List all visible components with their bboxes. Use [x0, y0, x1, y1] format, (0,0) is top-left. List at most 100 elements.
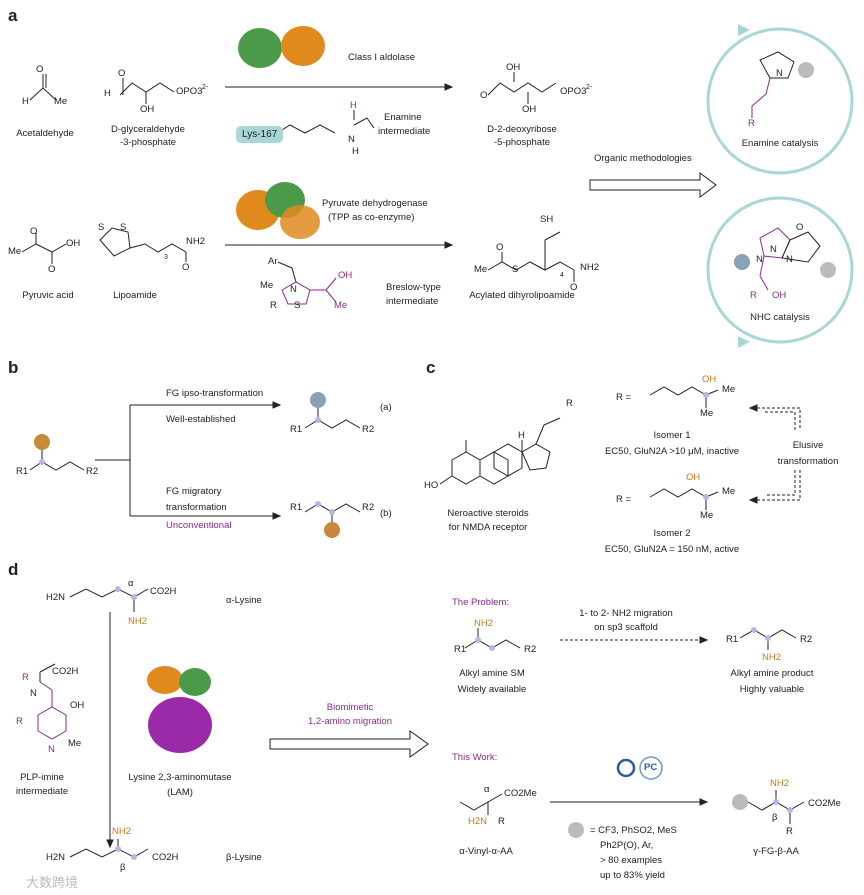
- lys167-badge: Lys-167: [236, 126, 284, 143]
- alpha-lys-NH2: NH2: [128, 616, 148, 627]
- biomimetic-label-1: Biomimetic: [326, 702, 374, 713]
- plp-N: N: [30, 688, 37, 699]
- atom-O-acyl: O: [496, 242, 504, 253]
- atom-O-acyl-2: O: [570, 282, 578, 293]
- atom-O-pyr-1: O: [30, 226, 38, 237]
- atom-OPO3-dr: OPO3: [560, 86, 587, 97]
- atom-Me-acyl: Me: [474, 264, 488, 275]
- atom-O-nhc: O: [796, 222, 804, 233]
- alpha-lysine-label: α-Lysine: [226, 595, 262, 606]
- R2-sm: R2: [86, 466, 99, 477]
- sm-NH2: NH2: [474, 618, 494, 629]
- atom-Me-breslow: Me: [334, 300, 348, 311]
- unconventional-label: Unconventional: [166, 520, 232, 531]
- pc-label: PC: [644, 762, 658, 773]
- pdh-label-1: Pyruvate dehydrogenase: [322, 198, 428, 209]
- gamma-CO2Me: CO2Me: [808, 798, 841, 809]
- plp-label-2: intermediate: [15, 786, 69, 797]
- isomer2-OH: OH: [686, 472, 701, 483]
- label-b: (b): [380, 508, 392, 519]
- migration-label-1: 1- to 2- NH2 migration: [579, 608, 673, 619]
- charge-dr: 2-: [586, 84, 593, 91]
- conditions-1: = CF3, PhSO2, MeS: [590, 825, 677, 836]
- product-NH2: NH2: [762, 652, 782, 663]
- atom-N-pyrrolidine: N: [776, 68, 783, 79]
- isomer1-Me-2: Me: [700, 408, 714, 419]
- atom-N-nhc-1: N: [770, 244, 777, 255]
- atom-OH-breslow: OH: [338, 270, 353, 281]
- watermark: 大数跨境: [26, 875, 79, 890]
- steroid-HO: HO: [424, 480, 439, 491]
- neuroactive-label-1: Neroactive steroids: [447, 508, 529, 519]
- R1-ipso: R1: [290, 424, 303, 435]
- plp-label-1: PLP-imine: [20, 772, 64, 783]
- label-a: (a): [380, 402, 392, 413]
- alkyl-sm-label: Alkyl amine SM: [459, 668, 525, 679]
- atom-S-lipo-2: S: [120, 222, 127, 233]
- isomer1-OH: OH: [702, 374, 717, 385]
- lam-label-2: (LAM): [167, 787, 193, 798]
- fg-ipso-label: FG ipso-transformation: [166, 388, 264, 399]
- atom-O-g3p: O: [118, 68, 126, 79]
- this-work-title: This Work:: [452, 752, 498, 763]
- nhc-catalysis-label: NHC catalysis: [750, 312, 810, 323]
- atom-R-nhc: R: [750, 290, 757, 301]
- conditions-4: up to 83% yield: [600, 870, 665, 881]
- conditions-2: Ph2P(O), Ar,: [600, 840, 654, 851]
- beta-lys-H2N: H2N: [46, 852, 66, 863]
- atom-O-dr: O: [480, 90, 488, 101]
- panel-label-c: c: [426, 358, 436, 377]
- deoxyribose-label-2: -5-phosphate: [494, 137, 550, 148]
- atom-R-thiazole: R: [270, 300, 277, 311]
- gamma-R: R: [786, 826, 793, 837]
- sub-4: 4: [560, 272, 564, 279]
- acylated-label: Acylated dihyrolipoamide: [469, 290, 575, 301]
- atom-O: O: [36, 64, 44, 75]
- g3p-label-1: D-glyceraldehyde: [111, 124, 185, 135]
- beta-lys-CO2H: CO2H: [152, 852, 179, 863]
- atom-S-lipo-1: S: [98, 222, 105, 233]
- beta-lys-beta: β: [120, 862, 126, 873]
- atom-Me-pyr: Me: [8, 246, 22, 257]
- atom-H-enamine: H: [352, 146, 359, 157]
- charge-g3p: 2-: [202, 84, 209, 91]
- atom-N-nhc-2: N: [756, 254, 763, 265]
- atom-Me-thiazole: Me: [260, 280, 274, 291]
- elusive-label-1: Elusive: [792, 440, 824, 451]
- alpha-lys-alpha: α: [128, 578, 134, 589]
- acetaldehyde-label: Acetaldehyde: [16, 128, 74, 139]
- panel-label-b: b: [8, 358, 19, 377]
- plp-R: R: [22, 672, 29, 683]
- steroid-H-1: H: [518, 430, 525, 441]
- well-established-label: Well-established: [166, 414, 236, 425]
- steroid-R: R: [566, 398, 573, 409]
- lam-label-1: Lysine 2,3-aminomutase: [128, 772, 232, 783]
- breslow-label-2: intermediate: [386, 296, 439, 307]
- isomer2-Me-2: Me: [700, 510, 714, 521]
- atom-Ar: Ar: [268, 256, 278, 267]
- isomer2-activity: EC50, GluN2A = 150 nM, active: [604, 544, 740, 555]
- vinyl-H2N: H2N: [468, 816, 488, 827]
- plp-N-ring: N: [48, 744, 55, 755]
- problem-title: The Problem:: [452, 597, 510, 608]
- atom-N-thiazole: N: [290, 284, 297, 295]
- atom-N-enamine: N: [348, 134, 355, 145]
- plp-OH: OH: [70, 700, 85, 711]
- atom-O-lipo: O: [182, 262, 190, 273]
- vinyl-alpha: α: [484, 784, 490, 795]
- sm-R1: R1: [454, 644, 467, 655]
- fg-migratory-label-1: FG migratory: [166, 486, 222, 497]
- sub-3: 3: [164, 254, 168, 261]
- pyruvic-acid-label: Pyruvic acid: [22, 290, 74, 301]
- alpha-lys-CO2H: CO2H: [150, 586, 177, 597]
- alkyl-product-label: Alkyl amine product: [730, 668, 814, 679]
- isomer2-Me-1: Me: [722, 486, 736, 497]
- atom-H-g3p: H: [104, 88, 111, 99]
- isomer2-R-eq: R =: [616, 494, 632, 505]
- widely-available-label: Widely available: [457, 684, 527, 695]
- panel-label-d: d: [8, 560, 19, 579]
- enamine-int-label-1: Enamine: [384, 112, 422, 123]
- atom-S-thiazole: S: [294, 300, 301, 311]
- vinyl-R: R: [498, 816, 505, 827]
- beta-lys-NH2: NH2: [112, 826, 132, 837]
